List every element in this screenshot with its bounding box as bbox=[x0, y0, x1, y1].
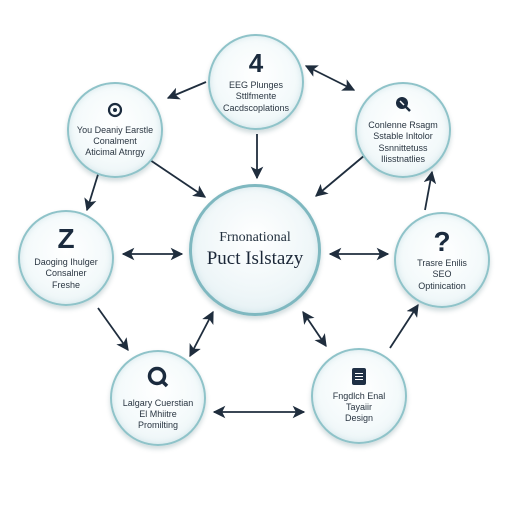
node-top-left: You Deaniy Earstle Conalment Aticimal At… bbox=[67, 82, 163, 178]
node-top-line3: Cacdscoplations bbox=[222, 102, 290, 113]
arrow-bottomleft-center bbox=[189, 310, 214, 358]
arrow-top-topright bbox=[304, 65, 356, 91]
search-icon bbox=[107, 102, 123, 121]
node-right-line1: Trasre Enilis bbox=[417, 258, 467, 269]
center-line1: Frnonational bbox=[219, 230, 291, 245]
node-right-line3: Optinication bbox=[418, 280, 466, 291]
node-bottom-right-line3: Design bbox=[344, 413, 373, 424]
node-left-line3: Freshe bbox=[51, 279, 80, 290]
center-node: Frnonational Puct Islstazy bbox=[189, 184, 321, 316]
number-four-icon: 4 bbox=[248, 48, 264, 79]
node-top-left-line1: You Deaniy Earstle bbox=[76, 124, 154, 135]
node-top-left-line3: Aticimal Atnrgy bbox=[85, 147, 145, 158]
node-top-right-line2: Sstable Inltolor bbox=[373, 131, 433, 142]
node-bottom-right-line2: Tayaiir bbox=[345, 401, 372, 412]
node-top: 4 EEG Plunges Sttlfmente Cacdscoplations bbox=[208, 34, 304, 130]
node-bottom-right-line1: Fngdlch Enal bbox=[332, 390, 386, 401]
node-top-right: Conlenne Rsagm Sstable Inltolor Ssnnitte… bbox=[355, 82, 451, 178]
node-bottom-left-line1: Lalgary Cuerstian bbox=[122, 397, 194, 408]
node-bottom-left-line2: El Mhiitre bbox=[139, 408, 177, 419]
arrow-right-to-topright bbox=[423, 170, 437, 211]
node-left-line1: Daoging Ihulger bbox=[34, 257, 98, 268]
magnifier-q-icon bbox=[146, 365, 170, 394]
arrow-topleft-to-center bbox=[149, 159, 207, 198]
node-left: Z Daoging Ihulger Consalner Freshe bbox=[18, 210, 114, 306]
node-top-line1: EEG Plunges bbox=[228, 80, 284, 91]
node-top-right-line4: Ilisstnatlies bbox=[380, 153, 425, 164]
node-bottom-right: Fngdlch Enal Tayaiir Design bbox=[311, 348, 407, 444]
node-right-line2: SEO bbox=[432, 269, 452, 280]
letter-z-icon: Z bbox=[57, 223, 75, 255]
node-top-left-line2: Conalment bbox=[93, 135, 137, 146]
magnifier-icon bbox=[394, 95, 412, 116]
question-mark-icon: ? bbox=[433, 226, 451, 258]
arrow-topright-to-center bbox=[315, 154, 366, 197]
node-right: ? Trasre Enilis SEO Optinication bbox=[394, 212, 490, 308]
node-top-right-line1: Conlenne Rsagm bbox=[368, 120, 438, 130]
node-top-right-line3: Ssnnittetuss bbox=[378, 142, 428, 153]
node-bottom-left: Lalgary Cuerstian El Mhiitre Promilting bbox=[110, 350, 206, 446]
node-left-line2: Consalner bbox=[45, 268, 87, 279]
node-top-line2: Sttlfmente bbox=[235, 91, 277, 102]
arrow-top-to-topleft bbox=[166, 81, 207, 100]
center-line2: Puct Islstazy bbox=[206, 248, 304, 269]
document-icon bbox=[352, 367, 366, 387]
arrow-left-to-bottomleft bbox=[97, 307, 129, 352]
node-bottom-left-line3: Promilting bbox=[137, 420, 178, 431]
arrow-bottomright-to-right bbox=[389, 303, 419, 349]
arrow-bottomright-center bbox=[302, 310, 327, 348]
